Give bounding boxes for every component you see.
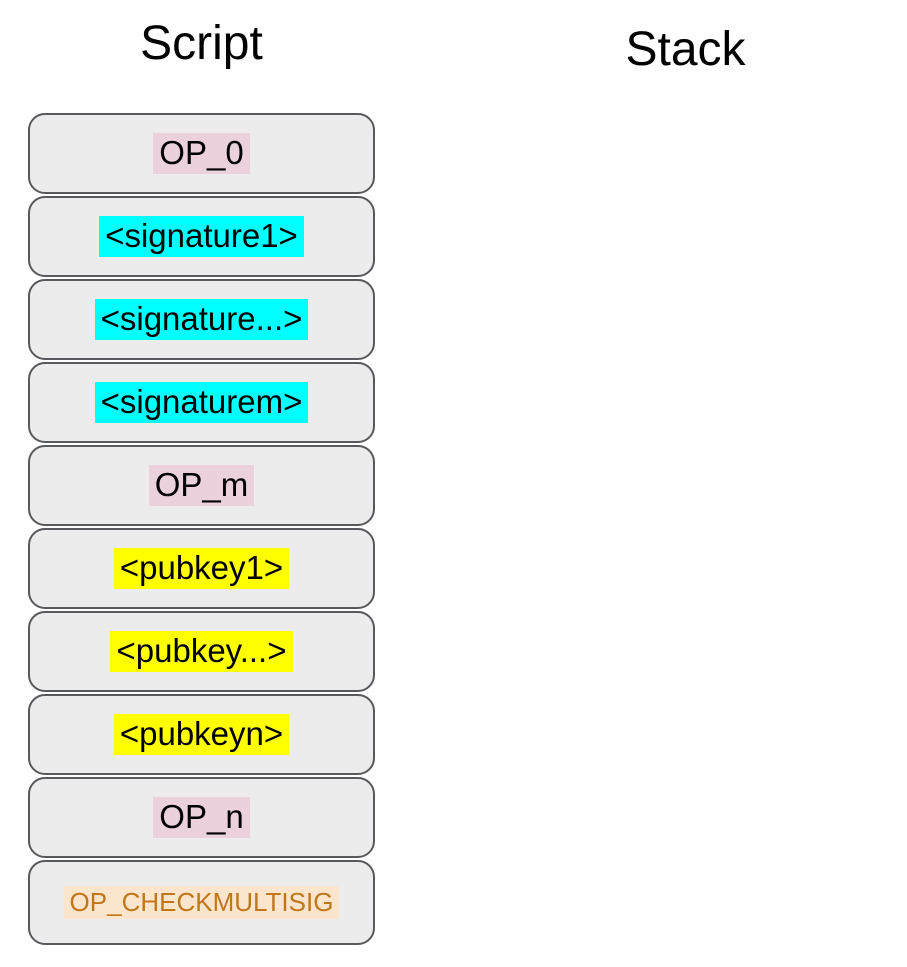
script-item: OP_0 (28, 113, 375, 194)
script-column-title: Script (140, 17, 263, 70)
stack-column-title: Stack (625, 23, 746, 76)
opcode-label: OP_m (148, 465, 255, 506)
opcode-label: <pubkey1> (113, 548, 290, 589)
stack-column (512, 113, 859, 948)
script-item: <pubkeyn> (28, 694, 375, 775)
script-item: <signature...> (28, 279, 375, 360)
script-item: <signature1> (28, 196, 375, 277)
script-item: <signaturem> (28, 362, 375, 443)
opcode-label: <signature...> (94, 299, 309, 340)
script-item: <pubkey1> (28, 528, 375, 609)
opcode-label: <pubkey...> (110, 631, 293, 672)
opcode-label: OP_CHECKMULTISIG (63, 886, 340, 919)
script-item: OP_CHECKMULTISIG (28, 860, 375, 945)
script-item: <pubkey...> (28, 611, 375, 692)
opcode-label: <pubkeyn> (113, 714, 290, 755)
opcode-label: OP_n (153, 797, 250, 838)
script-column: OP_0 <signature1> <signature...> <signature… (28, 113, 375, 947)
opcode-label: OP_0 (153, 133, 250, 174)
opcode-label: <signaturem> (94, 382, 309, 423)
script-item: OP_m (28, 445, 375, 526)
script-item: OP_n (28, 777, 375, 858)
opcode-label: <signature1> (99, 216, 304, 257)
